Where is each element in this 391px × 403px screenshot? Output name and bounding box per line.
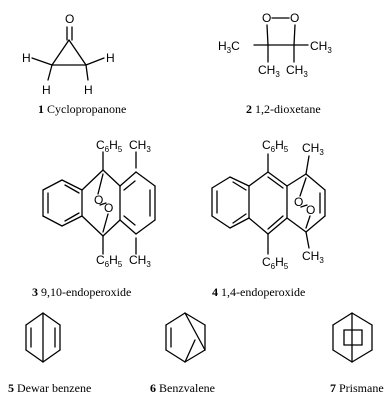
dioxetane-structure: O O H3C CH3 CH3 CH3: [218, 11, 332, 79]
caption-4: 4 1,4-endoperoxide: [212, 285, 305, 299]
phenyl-group: C6H5: [262, 255, 289, 271]
atom-oxygen: O: [306, 203, 315, 217]
atom-hydrogen: H: [106, 51, 115, 65]
methyl-group: CH3: [310, 39, 332, 55]
phenyl-group: C6H5: [262, 138, 289, 154]
atom-oxygen: O: [104, 201, 113, 215]
methyl-group: CH3: [302, 141, 324, 157]
methyl-group: CH3: [129, 138, 151, 154]
methyl-group: CH3: [286, 63, 308, 79]
cyclopropanone-structure: O H H H H: [22, 12, 115, 97]
benzvalene-structure: [165, 312, 206, 363]
caption-7: 7 Prismane: [330, 381, 384, 395]
phenyl-group: C6H5: [96, 253, 123, 269]
endoperoxide-9-10-structure: C6H5 CH3 C6H5 CH3 O O: [42, 138, 156, 269]
methyl-group: CH3: [302, 249, 324, 265]
methyl-group: CH3: [258, 63, 280, 79]
caption-2: 2 1,2-dioxetane: [246, 102, 321, 116]
atom-oxygen: O: [290, 11, 299, 25]
atom-oxygen: O: [262, 11, 271, 25]
prismane-structure: [332, 312, 373, 363]
atom-oxygen: O: [94, 193, 103, 207]
methyl-group: H3C: [218, 39, 240, 55]
caption-5: 5 Dewar benzene: [8, 381, 91, 395]
endoperoxide-1-4-structure: C6H5 CH3 C6H5 CH3 O O: [211, 138, 326, 271]
phenyl-group: C6H5: [96, 138, 123, 154]
dewar-benzene-structure: [25, 312, 61, 363]
atom-oxygen: O: [294, 195, 303, 209]
methyl-group: CH3: [129, 253, 151, 269]
atom-hydrogen: H: [84, 83, 93, 97]
caption-3: 3 9,10-endoperoxide: [32, 285, 131, 299]
atom-hydrogen: H: [42, 83, 51, 97]
caption-6: 6 Benzvalene: [150, 381, 215, 395]
atom-hydrogen: H: [22, 51, 31, 65]
atom-oxygen: O: [65, 12, 74, 26]
caption-1: 1 Cyclopropanone: [38, 102, 126, 116]
